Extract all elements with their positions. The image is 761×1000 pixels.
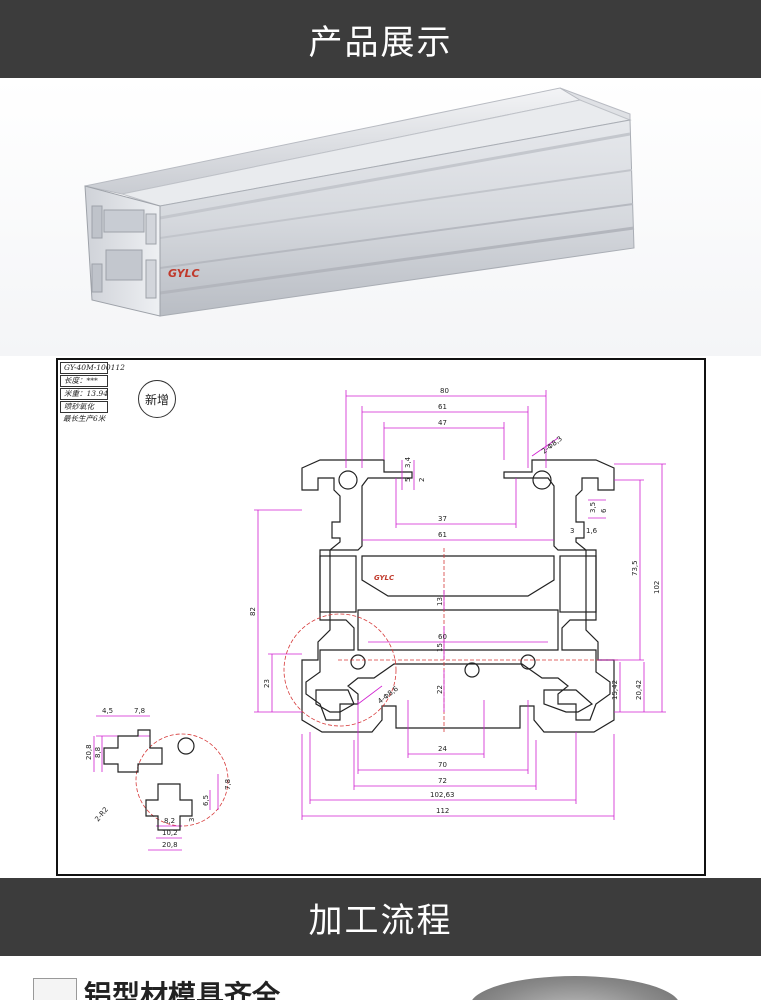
detail-dim-10-2: 10,2 xyxy=(162,829,178,837)
dim-37: 37 xyxy=(438,515,447,523)
dim-13: 13 xyxy=(436,597,444,606)
dim-6: 6 xyxy=(600,508,608,513)
detail-dim-3: 3 xyxy=(188,818,196,822)
dim-72: 72 xyxy=(438,777,447,785)
dim-2: 2 xyxy=(418,478,426,482)
section-banner-product: 产品展示 xyxy=(0,0,761,78)
photo-brand-logo: GYLC xyxy=(168,267,200,280)
mold-photo xyxy=(470,976,680,1000)
spec-box: GY-40M-100112 长度：*** 米重：13.94 喷砂氧化 最长生产6… xyxy=(60,362,125,425)
spec-max-length: 最长生产6米 xyxy=(63,414,106,423)
dim-112: 112 xyxy=(436,807,449,815)
dim-5: 5 xyxy=(404,478,412,482)
process-step-title: 铝型材模具齐全 xyxy=(84,979,281,1000)
aluminum-profile-illustration: GYLC xyxy=(84,87,635,317)
dim-22: 22 xyxy=(436,685,444,694)
section-banner-process: 加工流程 xyxy=(0,878,761,956)
dim-61-mid: 61 xyxy=(438,531,447,539)
dim-23: 23 xyxy=(263,679,271,688)
dim-102-63: 102,63 xyxy=(430,791,455,799)
detail-dim-4-5: 4,5 xyxy=(102,707,113,715)
dim-73-5: 73,5 xyxy=(631,560,639,576)
dim-80: 80 xyxy=(440,387,449,395)
section-title-process: 加工流程 xyxy=(308,900,453,941)
dim-15-42: 15,42 xyxy=(611,680,619,700)
new-stamp: 新增 xyxy=(138,380,176,418)
technical-drawing: GY-40M-100112 长度：*** 米重：13.94 喷砂氧化 最长生产6… xyxy=(56,358,706,876)
product-photo: GYLC xyxy=(0,78,761,356)
detail-dim-8-8: 8,8 xyxy=(94,747,102,758)
spec-weight: 米重：13.94 xyxy=(60,388,108,400)
drawing-brand-logo: GYLC xyxy=(374,574,395,582)
detail-dim-20-8-bottom: 20,8 xyxy=(162,841,178,849)
dim-3-right: 3 xyxy=(570,527,574,535)
detail-dim-7-8-side: 7,8 xyxy=(224,779,232,790)
detail-dim-angle: 2-R2 xyxy=(93,806,110,824)
spec-model: GY-40M-100112 xyxy=(60,362,125,374)
dim-82: 82 xyxy=(249,607,257,616)
dim-3-5: 3,5 xyxy=(589,502,597,513)
detail-dim-7-8-top: 7,8 xyxy=(134,707,145,715)
dim-24: 24 xyxy=(438,745,447,753)
dim-3-4: 3,4 xyxy=(404,456,412,468)
spec-surface: 喷砂氧化 xyxy=(60,401,108,413)
dim-70: 70 xyxy=(438,761,447,769)
dim-1-6: 1,6 xyxy=(586,527,598,535)
dim-20-42: 20,42 xyxy=(635,680,643,700)
dim-15: 15 xyxy=(436,643,444,652)
detail-dim-20-8-side: 20,8 xyxy=(85,744,93,760)
dim-hole-top: 2-Φ8,3 xyxy=(540,435,564,456)
spec-length: 长度：*** xyxy=(60,375,108,387)
dim-47: 47 xyxy=(438,419,447,427)
dim-102: 102 xyxy=(653,581,661,594)
detail-dim-8-2: 8,2 xyxy=(164,817,175,825)
detail-dim-6-5: 6,5 xyxy=(202,795,210,806)
dim-60: 60 xyxy=(438,633,447,641)
profile-cross-section: GYLC 80 61 47 37 61 60 24 70 72 102,63 1… xyxy=(85,387,666,851)
process-step: 铝型材模具齐全 xyxy=(0,956,761,1000)
section-title-product: 产品展示 xyxy=(308,22,453,63)
dim-61-top: 61 xyxy=(438,403,447,411)
mold-icon xyxy=(33,978,77,1000)
